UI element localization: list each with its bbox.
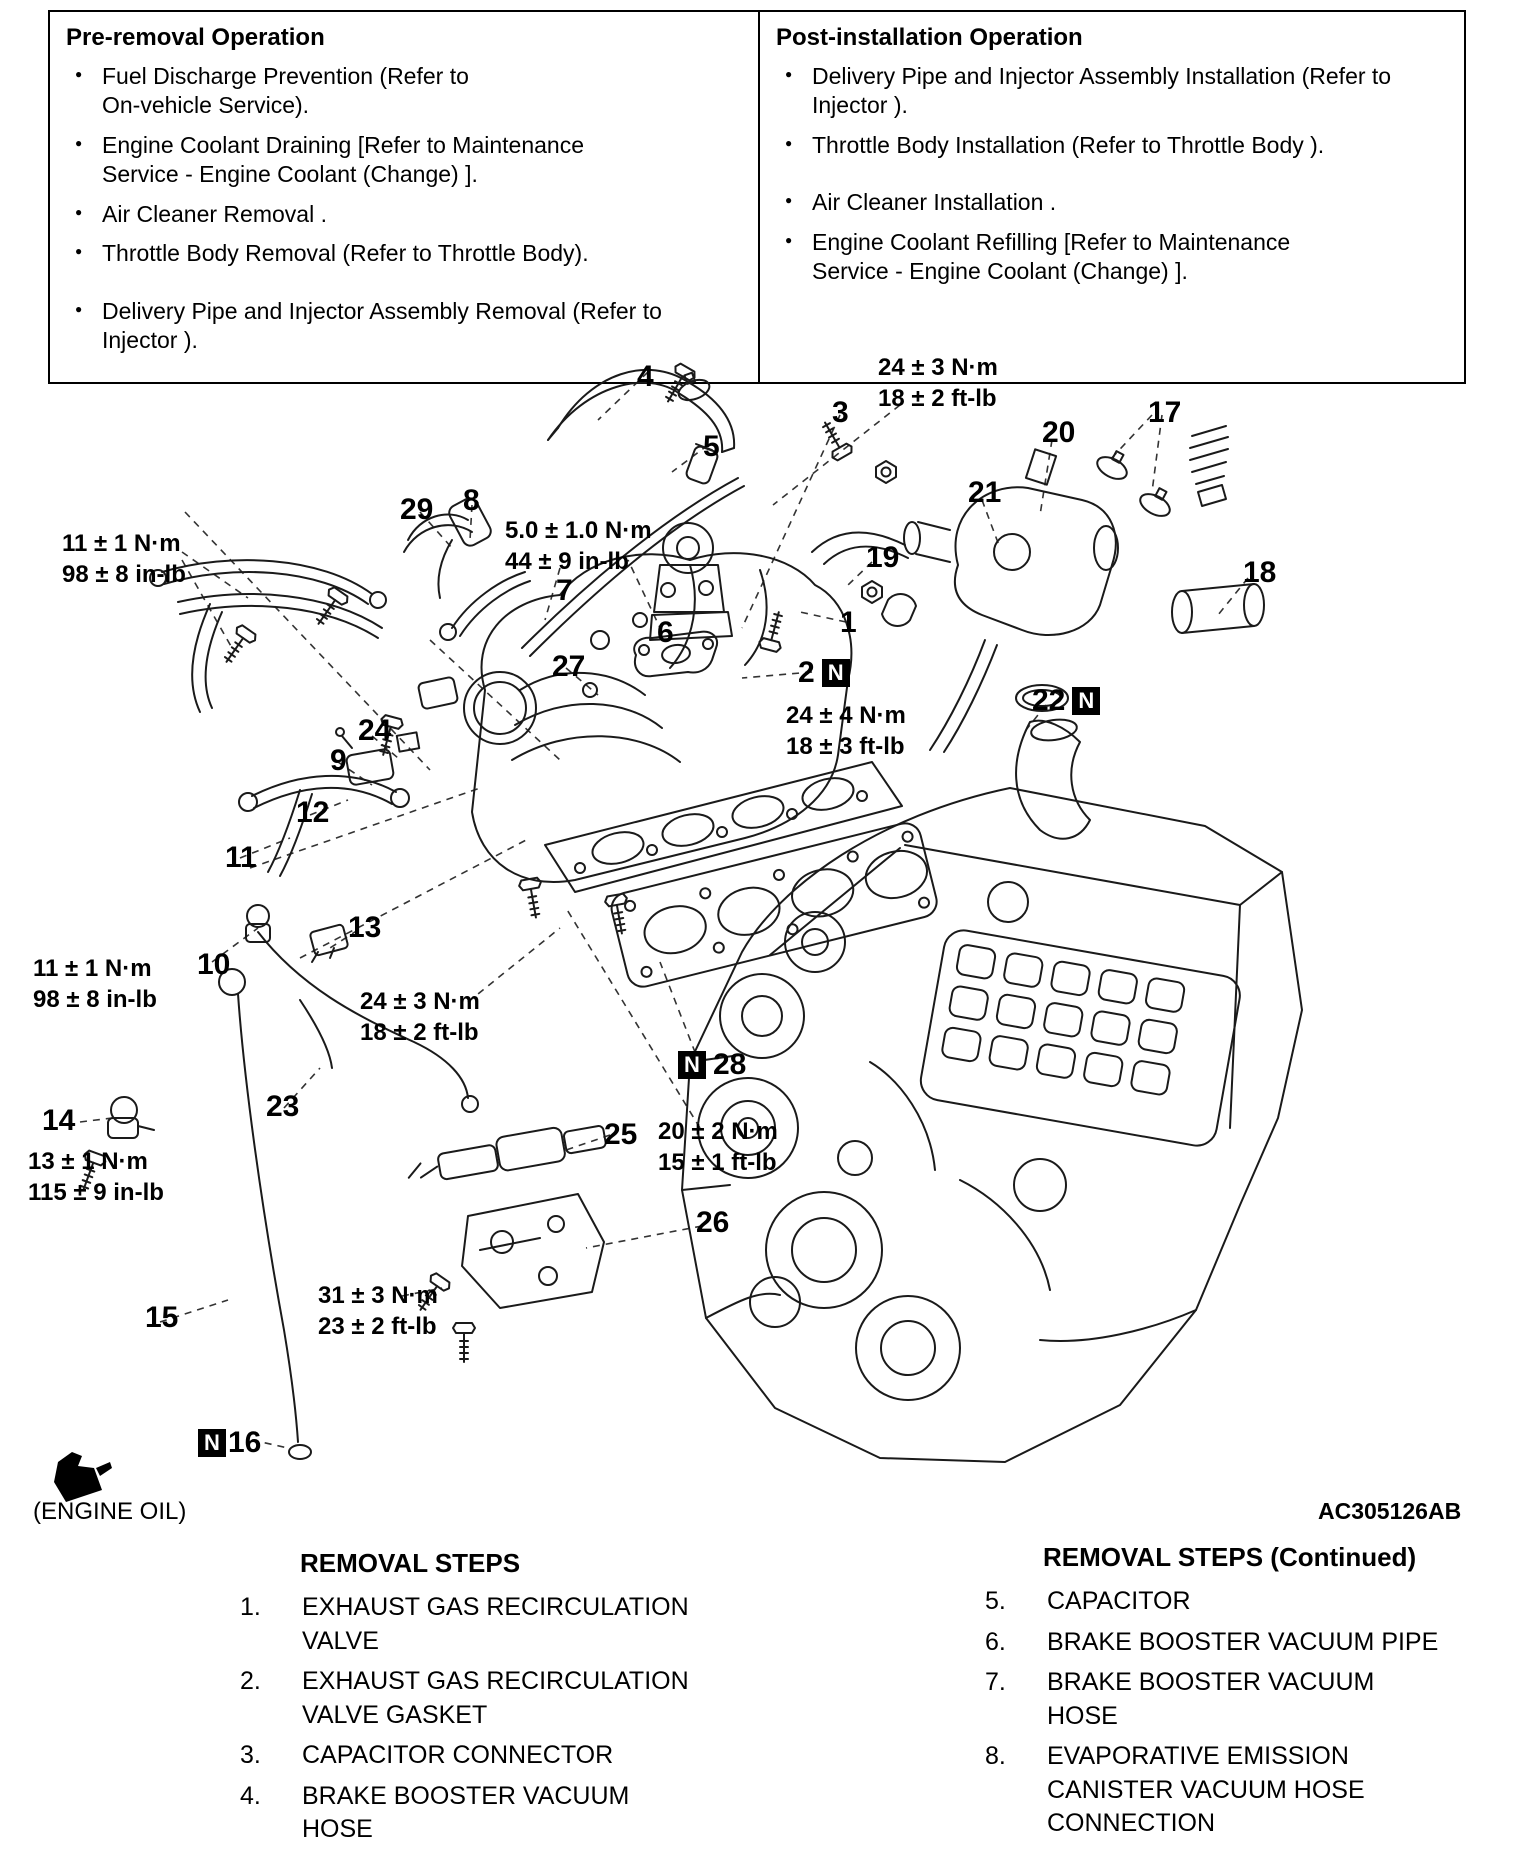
- callout-16-n: N 16: [198, 1428, 261, 1458]
- step-number: 3.: [240, 1741, 261, 1769]
- post-installation-title: Post-installation Operation: [776, 24, 1083, 51]
- callout-6: 6: [657, 616, 674, 649]
- callout-5: 5: [703, 430, 720, 463]
- step-text: EXHAUST GAS RECIRCULATION VALVE: [302, 1593, 689, 1655]
- torque-spec: 24 ± 4 N·m 18 ± 3 ft-lb: [786, 702, 906, 761]
- callout-29: 29: [400, 493, 434, 526]
- step-text: EVAPORATIVE EMISSION CANISTER VACUUM HOS…: [1047, 1742, 1365, 1837]
- list-item: 4. BRAKE BOOSTER VACUUM HOSE: [240, 1780, 710, 1847]
- callout-13: 13: [348, 911, 382, 944]
- torque-spec: 24 ± 3 N·m 18 ± 2 ft-lb: [878, 354, 998, 413]
- callout-28: 28: [713, 1048, 747, 1081]
- n-marker: N: [821, 659, 850, 687]
- list-item: Throttle Body Installation (Refer to Thr…: [776, 131, 1448, 160]
- list-item: 7. BRAKE BOOSTER VACUUM HOSE: [985, 1666, 1455, 1733]
- list-item: Delivery Pipe and Injector Assembly Inst…: [776, 62, 1448, 121]
- post-installation-section: Post-installation Operation Delivery Pip…: [758, 12, 1464, 382]
- removal-steps-continued-title: REMOVAL STEPS (Continued): [1043, 1542, 1417, 1572]
- n-marker: N: [198, 1429, 226, 1457]
- list-item: Throttle Body Removal (Refer to Throttle…: [66, 239, 742, 268]
- callout-18: 18: [1243, 556, 1277, 589]
- step-number: 4.: [240, 1781, 261, 1810]
- list-item: Engine Coolant Draining [Refer to Mainte…: [66, 131, 742, 190]
- torque-spec: 5.0 ± 1.0 N·m 44 ± 9 in-lb: [505, 517, 652, 576]
- torque-spec: 31 ± 3 N·m 23 ± 2 ft-lb: [318, 1282, 438, 1341]
- callout-2: 2: [798, 656, 815, 689]
- callout-8: 8: [463, 484, 480, 517]
- pre-removal-title: Pre-removal Operation: [66, 24, 325, 51]
- torque-spec: 20 ± 2 N·m 15 ± 1 ft-lb: [658, 1118, 778, 1177]
- callout-19: 19: [866, 541, 900, 574]
- step-number: 2.: [240, 1667, 261, 1695]
- callout-26: 26: [696, 1206, 730, 1239]
- step-text: CAPACITOR: [1047, 1587, 1191, 1615]
- list-item: 1. EXHAUST GAS RECIRCULATION VALVE: [240, 1591, 710, 1658]
- callout-15: 15: [145, 1301, 179, 1334]
- callout-1: 1: [840, 606, 857, 639]
- list-item: 5. CAPACITOR: [985, 1585, 1455, 1619]
- callout-22: 22: [1032, 684, 1066, 717]
- removal-steps-section: REMOVAL STEPS 1. EXHAUST GAS RECIRCULATI…: [240, 1548, 710, 1854]
- pre-removal-list: Fuel Discharge Prevention (Refer to On-v…: [66, 62, 742, 356]
- list-item: Delivery Pipe and Injector Assembly Remo…: [66, 297, 742, 356]
- torque-spec: 11 ± 1 N·m 98 ± 8 in-lb: [62, 530, 186, 589]
- list-item: 2. EXHAUST GAS RECIRCULATION VALVE GASKE…: [240, 1665, 710, 1732]
- removal-steps-continued-section: REMOVAL STEPS (Continued) 5. CAPACITOR 6…: [985, 1542, 1455, 1848]
- step-text: CAPACITOR CONNECTOR: [302, 1741, 614, 1769]
- callout-9: 9: [330, 744, 347, 777]
- step-number: 1.: [240, 1593, 261, 1621]
- list-item: Fuel Discharge Prevention (Refer to On-v…: [66, 62, 742, 121]
- callout-11: 11: [225, 841, 257, 874]
- callout-21: 21: [968, 476, 1002, 509]
- callout-4: 4: [637, 360, 654, 393]
- pre-removal-section: Pre-removal Operation Fuel Discharge Pre…: [50, 12, 758, 382]
- post-installation-list: Delivery Pipe and Injector Assembly Inst…: [776, 62, 1448, 287]
- callout-2-n: 2 N: [798, 658, 850, 688]
- callout-3: 3: [832, 396, 849, 429]
- step-text: BRAKE BOOSTER VACUUM PIPE: [1047, 1627, 1439, 1656]
- callout-10: 10: [197, 948, 231, 981]
- callout-12: 12: [296, 796, 330, 829]
- list-item: Engine Coolant Refilling [Refer to Maint…: [776, 228, 1448, 287]
- step-text: BRAKE BOOSTER VACUUM HOSE: [1047, 1668, 1375, 1730]
- step-text: EXHAUST GAS RECIRCULATION VALVE GASKET: [302, 1667, 689, 1729]
- callout-24: 24: [358, 714, 392, 747]
- step-number: 7.: [985, 1668, 1006, 1696]
- list-item: 3. CAPACITOR CONNECTOR: [240, 1739, 710, 1773]
- callout-14: 14: [42, 1104, 76, 1137]
- callout-16: 16: [228, 1426, 262, 1459]
- list-item: Air Cleaner Installation .: [776, 188, 1448, 217]
- callout-23: 23: [266, 1090, 300, 1123]
- step-number: 6.: [985, 1627, 1006, 1656]
- list-item: Air Cleaner Removal .: [66, 200, 742, 229]
- callout-25: 25: [604, 1118, 638, 1151]
- step-number: 8.: [985, 1742, 1006, 1770]
- operations-box: Pre-removal Operation Fuel Discharge Pre…: [48, 10, 1466, 384]
- callout-28-n: N 28: [678, 1050, 746, 1080]
- n-marker: N: [678, 1051, 706, 1079]
- n-marker: N: [1072, 687, 1101, 715]
- engine-oil-label: (ENGINE OIL): [33, 1498, 187, 1525]
- callout-7: 7: [556, 574, 573, 607]
- torque-spec: 11 ± 1 N·m 98 ± 8 in-lb: [33, 955, 157, 1014]
- step-number: 5.: [985, 1587, 1006, 1615]
- callout-22-n: 22 N: [1032, 684, 1101, 717]
- list-item: 8. EVAPORATIVE EMISSION CANISTER VACUUM …: [985, 1740, 1455, 1841]
- callout-20: 20: [1042, 416, 1076, 449]
- figure-code: AC305126AB: [1318, 1498, 1462, 1524]
- torque-spec: 24 ± 3 N·m 18 ± 2 ft-lb: [360, 988, 480, 1047]
- torque-spec: 13 ± 1 N·m 115 ± 9 in-lb: [28, 1148, 164, 1207]
- list-item: 6. BRAKE BOOSTER VACUUM PIPE: [985, 1626, 1455, 1660]
- callout-27: 27: [552, 650, 586, 683]
- step-text: BRAKE BOOSTER VACUUM HOSE: [302, 1781, 630, 1844]
- callout-17: 17: [1148, 396, 1182, 429]
- removal-steps-title: REMOVAL STEPS: [300, 1548, 521, 1578]
